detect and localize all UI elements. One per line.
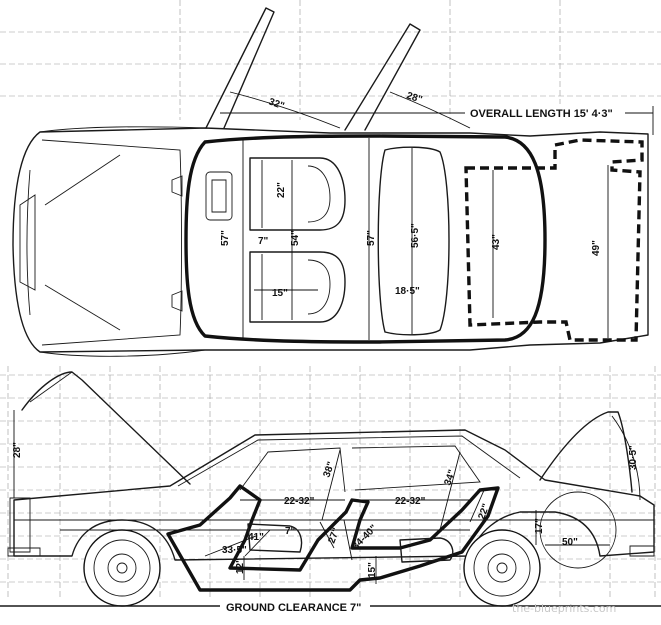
front-seat-back-label: 33·5" [222,545,247,556]
grille-plan [19,194,36,291]
rear-seat-depth-label: 18·5" [395,286,420,297]
rear-headroom-label: 34" [442,468,458,487]
spare-wheel [539,491,617,569]
rear-seat-height-label: 22" [476,502,492,521]
interior-outline [166,484,500,592]
plan-labels: OVERALL LENGTH 15' 4·3" 32" 28" 57" 22" … [220,90,613,299]
front-width-label: 57" [220,230,231,246]
trunk-angle-label: 28" [405,90,424,105]
front-wheel [83,529,161,607]
front-knee-label: 27" [326,526,342,545]
overall-length-label: OVERALL LENGTH 15' 4·3" [470,108,613,120]
mid-width-label: 57" [366,230,377,246]
boot-lid-open [539,411,633,493]
plan-grid [0,0,661,120]
rear-bench [377,146,450,336]
front-grille-side [9,497,31,553]
front-seat-span-label: 22" [276,182,287,198]
watermark: the-blueprints.com [512,602,616,615]
rear-floor-label: 15" [367,562,378,578]
trunk-height-label: 17" [534,518,545,534]
hood-angle-label: 32" [267,96,286,112]
front-legroom-label: 22-32" [284,496,315,507]
boot-strut [344,23,421,131]
front-seat-side [247,523,303,553]
aisle-label: 7" [258,236,269,247]
rear-seat-side [399,537,454,563]
side-view [0,371,661,614]
front-seat-right [249,251,346,323]
rear-legroom-label: 22-32" [395,496,426,507]
plan-view [12,7,654,357]
front-floor-label: 12" [235,558,246,574]
front-seat-cushion-label: 41" [248,532,264,543]
ground-clearance-label: GROUND CLEARANCE 7" [226,602,361,614]
trunk-outline [464,138,644,342]
car-body-plan-outline [12,127,649,353]
trunk-lid-label: 30·5" [628,445,639,470]
hood-open-label: 28" [12,442,23,458]
cabin-outline [184,134,547,344]
trunk-width-label: 49" [591,240,602,256]
front-headroom-label: 38" [321,460,337,479]
rear-front-gap-label: 15" [272,288,288,299]
front-seat-left [249,157,346,231]
front-cushion-depth-label: 7" [285,526,296,537]
bonnet-strut [205,7,275,129]
rear-wheel [463,529,541,607]
trunk-depth-label: 43" [491,234,502,250]
rear-seat-width-label: 56·5" [410,223,421,248]
front-seat-width-label: 54" [290,230,301,246]
trunk-length-label: 50" [562,537,578,548]
